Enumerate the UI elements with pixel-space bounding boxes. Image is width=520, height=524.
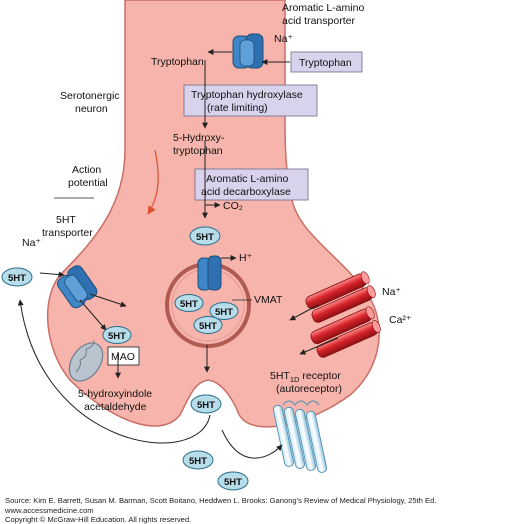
sert-label: transporter xyxy=(42,227,93,239)
proton-label: H⁺ xyxy=(239,252,253,264)
source-citation: Source: Kim E. Barrett, Susan M. Barman,… xyxy=(5,496,437,505)
autoreceptor-5ht1d xyxy=(272,400,328,473)
svg-text:5HT: 5HT xyxy=(199,321,217,332)
decarboxylase-label: acid decarboxylase xyxy=(201,186,291,198)
sodium-ion-label: Na⁺ xyxy=(382,286,401,298)
tryptophan-extracellular-box xyxy=(290,51,363,73)
svg-text:5HT: 5HT xyxy=(197,400,215,411)
website-link[interactable]: www.accessmedicine.com xyxy=(5,506,94,515)
mao-box xyxy=(107,346,140,366)
hydroxytryptophan-label: tryptophan xyxy=(173,145,223,157)
serotonin-molecule: 5HT xyxy=(182,450,214,470)
svg-text:5HT: 5HT xyxy=(196,232,214,243)
vmat-label: VMAT xyxy=(254,294,283,306)
hydroxylase-label: (rate limiting) xyxy=(207,102,268,114)
svg-text:5HT: 5HT xyxy=(108,331,126,342)
serotonin-molecule: 5HT xyxy=(102,326,132,344)
tryptophan-box-label: Tryptophan xyxy=(299,57,352,69)
svg-text:5HT: 5HT xyxy=(224,477,242,488)
action-potential-label: Action xyxy=(72,164,101,176)
amino-acid-transporter xyxy=(232,33,264,69)
amino-acid-transporter-label: acid transporter xyxy=(282,15,355,27)
serotonin-molecule: 5HT xyxy=(1,267,33,287)
action-potential-label: potential xyxy=(68,177,108,189)
sodium-channel xyxy=(305,271,376,323)
autoreceptor-label: 5HT1D receptor xyxy=(270,370,341,384)
sodium-ion-label: Na⁺ xyxy=(22,237,41,249)
sodium-ion-label: Na⁺ xyxy=(274,33,293,45)
serotonin-molecule: 5HT xyxy=(189,226,221,246)
serotonin-molecule: 5HT xyxy=(193,316,223,334)
neuron-label: neuron xyxy=(75,103,108,115)
serotonin-molecule: 5HT xyxy=(209,302,239,320)
aldehyde-label: 5-hydroxyindole xyxy=(78,388,152,400)
hydroxylase-label: Tryptophan hydroxylase xyxy=(191,89,303,101)
decarboxylase-box xyxy=(194,168,309,201)
svg-text:5HT: 5HT xyxy=(180,299,198,310)
copyright-notice: Copyright © McGraw-Hill Education. All r… xyxy=(5,515,192,524)
hydroxylase-box xyxy=(183,84,318,117)
autoreceptor-label: (autoreceptor) xyxy=(276,383,342,395)
serotonin-molecule: 5HT xyxy=(217,471,249,491)
tryptophan-label: Tryptophan xyxy=(151,56,204,68)
co2-label: CO₂ xyxy=(223,200,243,212)
hydroxytryptophan-label: 5-Hydroxy- xyxy=(173,132,225,144)
svg-text:5HT: 5HT xyxy=(215,307,233,318)
serotonin-molecule: 5HT xyxy=(190,394,222,414)
sert-label: 5HT xyxy=(56,214,76,226)
calcium-channel xyxy=(310,306,381,358)
serotonin-transporter xyxy=(56,265,98,309)
amino-acid-transporter-label: Aromatic L-amino xyxy=(282,2,364,14)
svg-text:5HT: 5HT xyxy=(8,273,26,284)
svg-text:5HT: 5HT xyxy=(189,456,207,467)
neuron-label: Serotonergic xyxy=(60,90,120,102)
aldehyde-label: acetaldehyde xyxy=(84,401,147,413)
neuron-terminal xyxy=(46,0,380,428)
calcium-ion-label: Ca²⁺ xyxy=(389,314,412,326)
decarboxylase-label: Aromatic L-amino xyxy=(206,173,288,185)
serotonin-molecule: 5HT xyxy=(174,294,204,312)
mitochondrion xyxy=(68,339,104,382)
vmat-transporter xyxy=(197,255,222,291)
mao-label: MAO xyxy=(111,351,135,363)
